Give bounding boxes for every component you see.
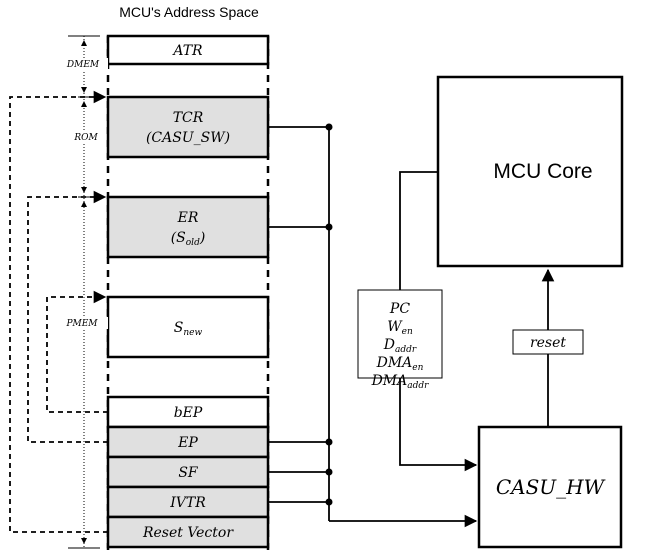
reset-label: reset — [530, 335, 566, 351]
casu-hw-box: CASU_HW — [477, 425, 623, 549]
bep-to-s-new-arrow — [46, 290, 108, 413]
s-new-label: Snew — [174, 320, 203, 338]
bep-block: bEP — [106, 395, 270, 429]
junction-dot — [325, 468, 333, 476]
pmem-top-arrow — [81, 201, 87, 207]
mcu-core-label: MCU Core — [493, 160, 592, 183]
tcr-block: TCR (CASU_SW) — [106, 95, 270, 159]
region-dimensions: DMEM ROM PMEM — [60, 35, 108, 549]
rom-bottom-arrow — [81, 187, 87, 193]
tcr-label: TCR — [173, 110, 204, 126]
junction-dot — [325, 438, 333, 446]
er-label: ER — [177, 210, 199, 226]
junction-dot — [325, 498, 333, 506]
pc-signal: PC — [389, 301, 410, 317]
ivtr-label: IVTR — [169, 495, 206, 511]
daddr-signal: Daddr — [383, 337, 417, 355]
ivtr-block: IVTR — [106, 485, 270, 519]
rom-label: ROM — [73, 133, 98, 143]
pointer-arrows — [9, 90, 108, 533]
ep-to-er-arrow — [27, 190, 108, 443]
reset-path: reset — [512, 268, 584, 427]
rom-top-arrow — [81, 101, 87, 107]
signals-box: PC Wen Daddr DMAen DMAaddr — [357, 289, 443, 391]
bus-lines — [268, 123, 478, 528]
reset-vector-to-tcr-arrow — [9, 90, 108, 533]
pmem-bottom-arrow — [81, 538, 87, 544]
wen-signal: Wen — [387, 319, 413, 337]
dmem-top-arrow — [81, 40, 87, 46]
reset-vector-block: Reset Vector — [106, 515, 270, 549]
dmaaddr-signal: DMAaddr — [371, 373, 430, 391]
reset-box — [512, 329, 584, 355]
mcu-core-box: MCU Core — [436, 75, 624, 268]
dmem-label: DMEM — [66, 60, 100, 70]
casu-sw-label: (CASU_SW) — [146, 130, 230, 146]
ep-label: EP — [177, 435, 198, 451]
ep-block: EP — [106, 425, 270, 459]
pmem-label: PMEM — [65, 319, 98, 329]
er-block: ER (Sold) — [106, 195, 270, 259]
junction-dot — [325, 123, 333, 131]
dmaen-signal: DMAen — [376, 355, 424, 373]
bep-label: bEP — [174, 405, 203, 421]
s-old-label: (Sold) — [171, 230, 206, 248]
junction-dot — [325, 223, 333, 231]
sf-label: SF — [178, 465, 199, 481]
sf-block: SF — [106, 455, 270, 489]
dmem-bottom-arrow — [81, 87, 87, 93]
atr-block: ATR — [106, 34, 270, 66]
reset-vector-label: Reset Vector — [142, 525, 234, 541]
casu-hw-label: CASU_HW — [496, 475, 606, 499]
address-space-title: MCU's Address Space — [119, 4, 259, 20]
s-new-block: Snew — [106, 295, 270, 359]
atr-label: ATR — [171, 43, 203, 59]
